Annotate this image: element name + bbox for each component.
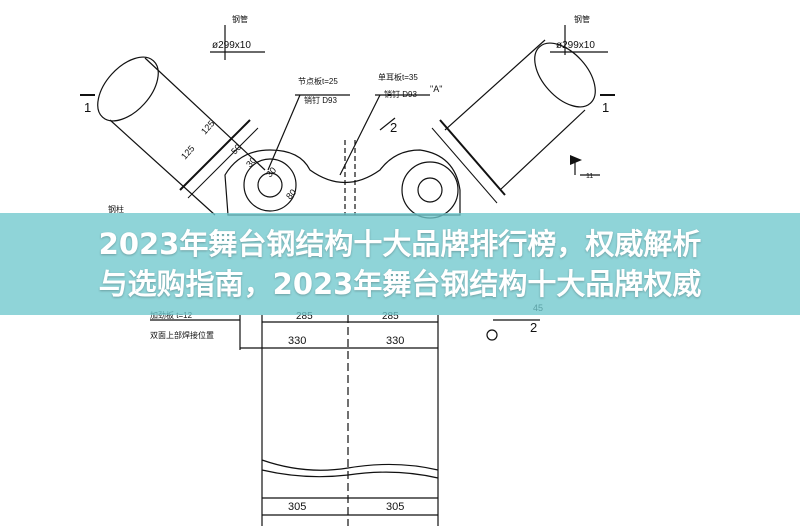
- right-tube: [431, 39, 596, 204]
- title-banner: 2023年舞台钢结构十大品牌排行榜，权威解析 与选购指南，2023年舞台钢结构十…: [0, 213, 800, 315]
- dim-285-right: 285: [382, 311, 399, 322]
- gusset-plate: [224, 140, 461, 219]
- banner-title-line-1: 2023年舞台钢结构十大品牌排行榜，权威解析: [98, 227, 702, 261]
- section-mark-right: 1: [602, 100, 609, 115]
- section-marks: [80, 94, 615, 131]
- section-mark-center: 2: [390, 120, 397, 135]
- dim-305-right: 305: [386, 501, 404, 513]
- banner-title-line-2: 与选购指南，2023年舞台钢结构十大品牌权威: [98, 267, 702, 301]
- tube-spec-right: ø299x10: [556, 40, 595, 51]
- detail-mark: "A": [430, 84, 442, 94]
- flag-icon: [570, 155, 582, 165]
- dim-80: 80: [284, 187, 298, 201]
- note-line2: 双面上部焊接位置: [150, 330, 214, 340]
- plate-right-line2: 销钉 D93: [384, 89, 417, 99]
- dim-305-left: 305: [288, 501, 306, 513]
- dim-125-b: 125: [179, 143, 196, 161]
- dim-330-right: 330: [386, 335, 404, 347]
- dim-330-left: 330: [288, 335, 306, 347]
- tube-label-right: 钢管: [574, 14, 590, 24]
- section-mark-lower: 2: [530, 320, 537, 335]
- column: [261, 315, 439, 526]
- tube-label-left: 钢管: [232, 14, 248, 24]
- left-tube: [97, 56, 266, 216]
- dim-50: 50: [229, 142, 243, 156]
- dim-30-b: 30: [264, 165, 278, 179]
- dim-125-a: 125: [199, 118, 216, 136]
- dimension-lines: [239, 315, 438, 516]
- section-mark-left: 1: [84, 100, 91, 115]
- dim-30-a: 30: [244, 155, 258, 169]
- plate-right-line1: 单耳板t=35: [378, 72, 418, 82]
- note-line1: 加劲板 t=12: [150, 310, 193, 320]
- plate-left-line2: 销钉 D93: [304, 95, 337, 105]
- small-label-left: 钢柱: [108, 204, 124, 214]
- tube-spec-left: ø299x10: [212, 40, 251, 51]
- elev-mark: 11: [586, 173, 593, 180]
- plate-left-line1: 节点板t=25: [298, 76, 338, 86]
- dim-285-left: 285: [296, 311, 313, 322]
